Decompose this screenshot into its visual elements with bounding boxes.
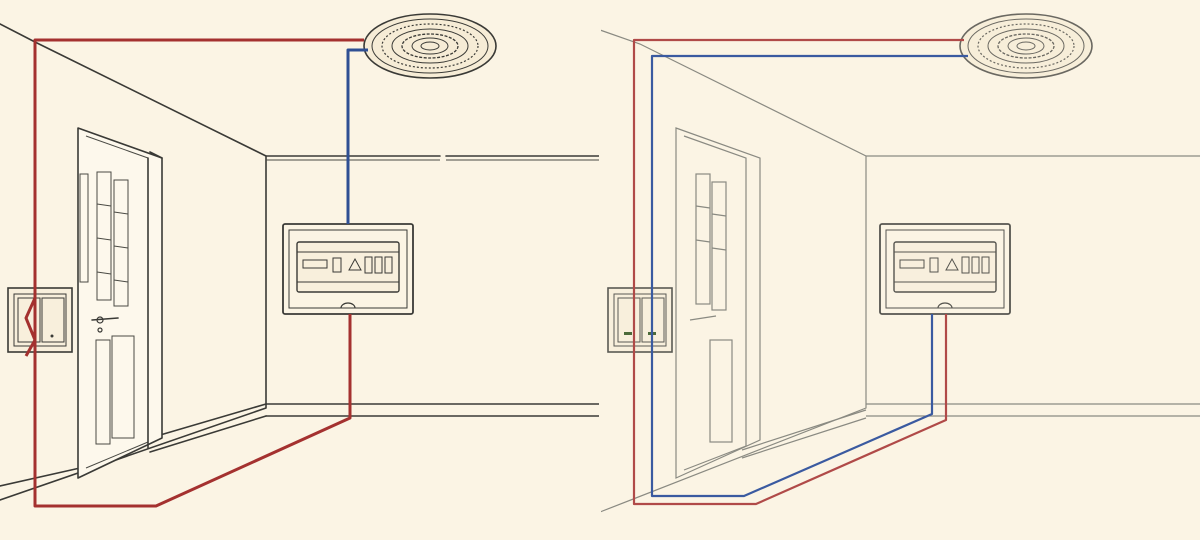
light-switch-icon xyxy=(7,287,73,353)
ceiling-rose-icon xyxy=(959,13,1093,79)
consumer-unit-icon xyxy=(282,223,414,315)
neutral-wire xyxy=(346,48,368,224)
door-icon xyxy=(77,127,163,479)
consumer-unit-icon xyxy=(879,223,1011,315)
left-room-view xyxy=(0,13,601,508)
live-wire xyxy=(24,38,364,508)
ceiling-rose-icon xyxy=(363,13,497,79)
light-switch-icon xyxy=(607,287,673,353)
right-room-view xyxy=(599,13,1200,513)
door-icon xyxy=(675,127,761,479)
neutral-wire xyxy=(650,54,968,498)
live-wire xyxy=(632,38,964,506)
